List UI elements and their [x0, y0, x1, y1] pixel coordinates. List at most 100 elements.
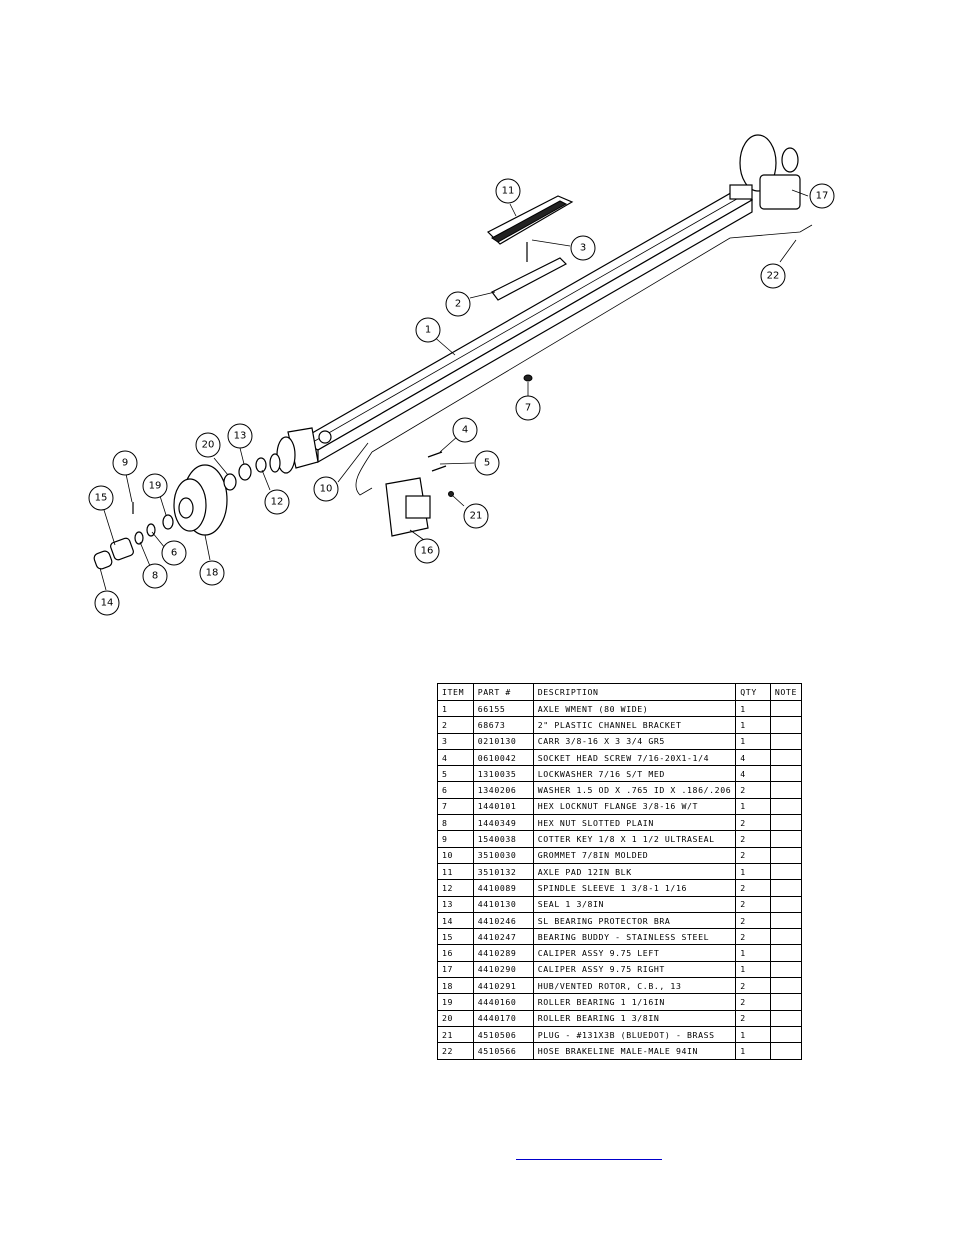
- cell-qty: 2: [735, 895, 771, 913]
- svg-text:21: 21: [470, 511, 483, 522]
- cell-part: 68673: [472, 716, 534, 734]
- callout-7: 7: [515, 395, 541, 421]
- svg-text:13: 13: [234, 431, 247, 442]
- cell-item: 11: [437, 862, 474, 881]
- header-description: DESCRIPTION: [532, 683, 737, 701]
- cell-description: SOCKET HEAD SCREW 7/16-20X1-1/4: [532, 748, 737, 767]
- cell-note: [769, 814, 803, 832]
- cell-description: SL BEARING PROTECTOR BRA: [532, 911, 737, 930]
- cell-note: [769, 879, 803, 897]
- cell-note: [769, 977, 803, 995]
- cell-note: [769, 895, 803, 913]
- cell-item: 18: [437, 977, 474, 995]
- cell-description: CALIPER ASSY 9.75 LEFT: [532, 944, 737, 962]
- cell-item: 14: [437, 911, 474, 930]
- callout-16: 16: [414, 538, 440, 564]
- callout-11: 11: [495, 178, 521, 204]
- callout-6: 6: [161, 540, 187, 566]
- cell-note: [769, 911, 803, 930]
- cell-note: [769, 1009, 803, 1027]
- cell-part: 3510132: [472, 862, 534, 881]
- callout-12: 12: [264, 489, 290, 515]
- cell-part: 4410289: [472, 944, 534, 962]
- cell-part: 66155: [472, 699, 534, 718]
- svg-text:6: 6: [171, 548, 177, 559]
- callout-9: 9: [112, 450, 138, 476]
- cell-qty: 4: [735, 765, 771, 783]
- cell-item: 17: [437, 960, 474, 979]
- cell-note: [769, 960, 803, 979]
- callout-22: 22: [760, 263, 786, 289]
- callout-18: 18: [199, 560, 225, 586]
- cell-qty: 1: [735, 862, 771, 881]
- footer-link[interactable]: [516, 1158, 662, 1160]
- axle-beam: [298, 189, 754, 464]
- cell-part: 4410089: [472, 879, 534, 897]
- channel-bracket: [491, 257, 567, 301]
- svg-text:7: 7: [525, 403, 531, 414]
- cell-item: 19: [437, 993, 474, 1011]
- cell-part: 4440170: [472, 1009, 534, 1027]
- cell-qty: 1: [735, 960, 771, 979]
- cell-qty: 1: [735, 732, 771, 750]
- svg-text:22: 22: [767, 271, 780, 282]
- cell-part: 4440160: [472, 993, 534, 1011]
- cell-part: 0210130: [472, 732, 534, 750]
- cell-part: 4410246: [472, 911, 534, 930]
- cell-part: 4410290: [472, 960, 534, 979]
- cell-description: AXLE PAD 12IN BLK: [532, 862, 737, 881]
- bom-header-row: ITEM PART # DESCRIPTION QTY NOTE: [437, 683, 803, 701]
- callout-8: 8: [142, 563, 168, 589]
- cell-description: PLUG - #131X3B (BLUEDOT) - BRASS: [532, 1025, 737, 1044]
- cell-qty: 1: [735, 716, 771, 734]
- cell-qty: 1: [735, 699, 771, 718]
- axle-pad: [486, 195, 574, 245]
- cell-part: 3510030: [472, 846, 534, 864]
- cell-part: 4410247: [472, 928, 534, 946]
- exploded-axle-diagram: 1 2 3 4 5 6 7 8 9 10 11 12 13 14 15 16 1…: [88, 134, 835, 616]
- leader-lines: [99, 189, 809, 591]
- cell-description: COTTER KEY 1/8 X 1 1/2 ULTRASEAL: [532, 830, 737, 848]
- cell-note: [769, 765, 803, 783]
- cell-item: 6: [437, 781, 474, 799]
- svg-text:8: 8: [152, 571, 158, 582]
- cell-item: 10: [437, 846, 474, 864]
- cell-qty: 4: [735, 748, 771, 767]
- cell-qty: 2: [735, 993, 771, 1011]
- cell-item: 16: [437, 944, 474, 962]
- svg-text:2: 2: [455, 299, 461, 310]
- cell-item: 1: [437, 699, 474, 718]
- cell-part: 1340206: [472, 781, 534, 799]
- callout-14: 14: [94, 590, 120, 616]
- cell-description: HOSE BRAKELINE MALE-MALE 94IN: [532, 1042, 737, 1060]
- left-spindle: [269, 427, 332, 474]
- callout-3: 3: [570, 235, 596, 261]
- cell-qty: 1: [735, 1042, 771, 1060]
- cell-qty: 2: [735, 911, 771, 930]
- callout-19: 19: [142, 473, 168, 499]
- callout-1: 1: [415, 317, 441, 343]
- cell-description: GROMMET 7/8IN MOLDED: [532, 846, 737, 864]
- svg-text:11: 11: [502, 186, 515, 197]
- cell-item: 13: [437, 895, 474, 913]
- cell-note: [769, 797, 803, 816]
- cell-part: 4410291: [472, 977, 534, 995]
- svg-text:16: 16: [421, 546, 434, 557]
- cell-qty: 2: [735, 1009, 771, 1027]
- cell-description: HUB/VENTED ROTOR, C.B., 13: [532, 977, 737, 995]
- cell-qty: 1: [735, 944, 771, 962]
- svg-text:20: 20: [202, 440, 215, 451]
- cell-qty: 2: [735, 814, 771, 832]
- callout-15: 15: [88, 485, 114, 511]
